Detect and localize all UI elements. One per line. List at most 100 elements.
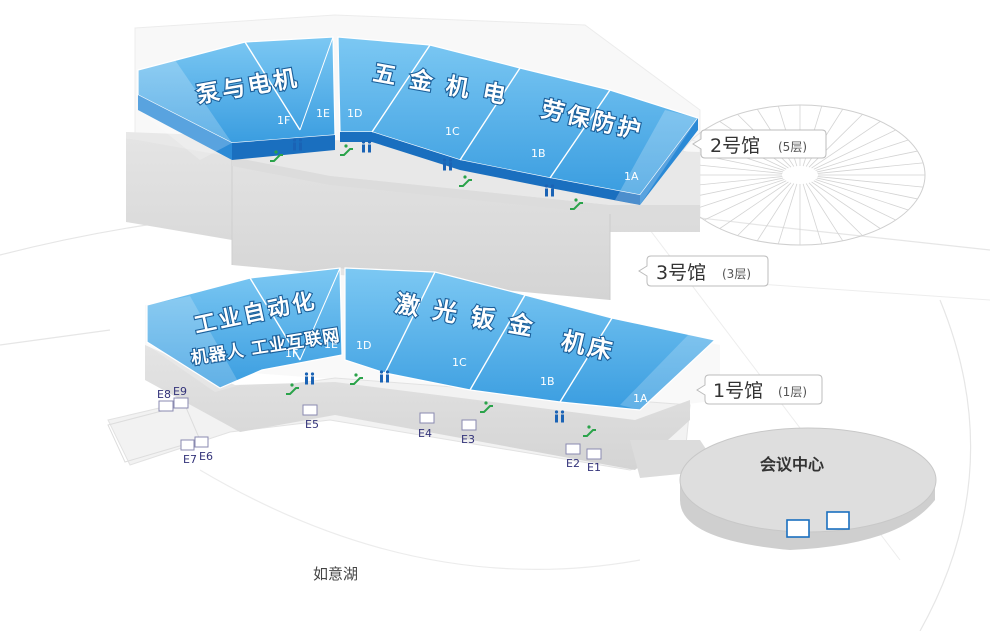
entrance-e8: E8	[157, 388, 171, 401]
entrance-box-e5[interactable]	[302, 404, 318, 416]
lake-label: 如意湖	[313, 565, 358, 583]
dome-rib	[808, 182, 863, 236]
restroom-body-icon	[449, 162, 452, 171]
escalator-person-icon	[484, 401, 488, 405]
hall-3-name: 3号馆	[656, 262, 706, 284]
escalator-icon	[286, 387, 299, 395]
escalator-icon	[459, 179, 472, 187]
dome-rib	[817, 176, 924, 188]
escalator-icon	[350, 377, 363, 385]
entrance-box-e9[interactable]	[173, 397, 189, 409]
booth-lower-left[interactable]	[146, 267, 343, 389]
restroom-body-icon	[386, 374, 389, 383]
entrance-box-e2[interactable]	[565, 443, 581, 455]
entrance-e4: E4	[418, 427, 432, 440]
restroom-body-icon	[380, 374, 383, 383]
restroom-head-icon	[544, 184, 549, 188]
hall-3-floor: (3层)	[722, 267, 751, 281]
restroom-body-icon	[311, 376, 314, 385]
escalator-person-icon	[463, 175, 467, 179]
restroom-head-icon	[310, 372, 315, 376]
code-1a-lower: 1A	[633, 392, 648, 405]
conference-label: 会议中心	[760, 455, 824, 474]
dome-rib	[811, 181, 881, 229]
dome-rib	[817, 162, 924, 174]
entrance-box-e4[interactable]	[419, 412, 435, 424]
code-1b-upper: 1B	[531, 147, 546, 160]
escalator-person-icon	[354, 373, 358, 377]
restroom-body-icon	[561, 414, 564, 423]
dome-rib	[719, 181, 789, 229]
restroom-body-icon	[443, 162, 446, 171]
escalator-icon	[270, 154, 283, 162]
restroom-head-icon	[442, 158, 447, 162]
callout-hall-1[interactable]: 1号馆 (1层)	[696, 374, 823, 405]
code-1e-upper: 1E	[316, 107, 330, 120]
restroom-head-icon	[379, 370, 384, 374]
booth-lower-right[interactable]	[344, 267, 717, 411]
hall-2-floor: (5层)	[778, 140, 807, 154]
dome-rib	[737, 182, 792, 236]
escalator-icon	[583, 429, 596, 437]
entrance-box-e3[interactable]	[461, 419, 477, 431]
entrance-e2: E2	[566, 457, 580, 470]
code-1f-lower: 1F	[285, 347, 298, 360]
hall-1-floor: (1层)	[778, 385, 807, 399]
escalator-icon	[570, 202, 583, 210]
code-1e-lower: 1E	[324, 338, 338, 351]
dome-rib	[815, 179, 909, 211]
code-1d-lower: 1D	[356, 339, 371, 352]
code-1f-upper: 1F	[277, 114, 290, 127]
dome-rib	[691, 179, 785, 211]
entrance-box-e7[interactable]	[180, 439, 195, 451]
dome-rib	[756, 183, 795, 241]
restroom-head-icon	[560, 410, 565, 414]
restroom-head-icon	[292, 138, 297, 142]
facility-icons	[270, 138, 596, 437]
entrance-box-e1[interactable]	[586, 448, 602, 460]
code-1d-upper: 1D	[347, 107, 362, 120]
conference-center[interactable]: 会议中心	[679, 427, 937, 550]
hall-2-booths	[137, 36, 699, 205]
dome-rib	[813, 180, 896, 221]
restroom-body-icon	[362, 144, 365, 153]
restroom-head-icon	[554, 410, 559, 414]
code-1b-lower: 1B	[540, 375, 555, 388]
dome-rib	[816, 177, 918, 200]
restroom-head-icon	[367, 140, 372, 144]
entrance-e7: E7	[183, 453, 197, 466]
entrance-e1: E1	[587, 461, 601, 474]
escalator-person-icon	[274, 150, 278, 154]
escalator-icon	[480, 405, 493, 413]
restroom-body-icon	[368, 144, 371, 153]
entrance-e9: E9	[173, 385, 187, 398]
restroom-head-icon	[385, 370, 390, 374]
entrance-e5: E5	[305, 418, 319, 431]
restroom-body-icon	[555, 414, 558, 423]
code-1c-lower: 1C	[452, 356, 467, 369]
callout-hall-3[interactable]: 3号馆 (3层)	[638, 255, 769, 287]
restroom-head-icon	[304, 372, 309, 376]
callout-hall-2[interactable]: 2号馆 (5层)	[692, 129, 827, 159]
conference-door-left	[786, 519, 810, 538]
restroom-head-icon	[550, 184, 555, 188]
dome-rib	[813, 129, 896, 170]
restroom-body-icon	[299, 142, 302, 151]
entrance-box-e8[interactable]	[158, 400, 174, 412]
radial-dome	[674, 104, 926, 246]
escalator-person-icon	[344, 144, 348, 148]
hall-1-booths	[146, 267, 717, 411]
conference-door-right	[826, 511, 850, 530]
restroom-body-icon	[545, 188, 548, 197]
escalator-person-icon	[574, 198, 578, 202]
code-1c-upper: 1C	[445, 125, 460, 138]
escalator-icon	[340, 148, 353, 156]
restroom-body-icon	[305, 376, 308, 385]
dome-rib	[811, 121, 881, 169]
restroom-body-icon	[551, 188, 554, 197]
restroom-head-icon	[448, 158, 453, 162]
restroom-head-icon	[298, 138, 303, 142]
dome-rib	[816, 150, 918, 173]
entrance-box-e6[interactable]	[194, 436, 209, 448]
